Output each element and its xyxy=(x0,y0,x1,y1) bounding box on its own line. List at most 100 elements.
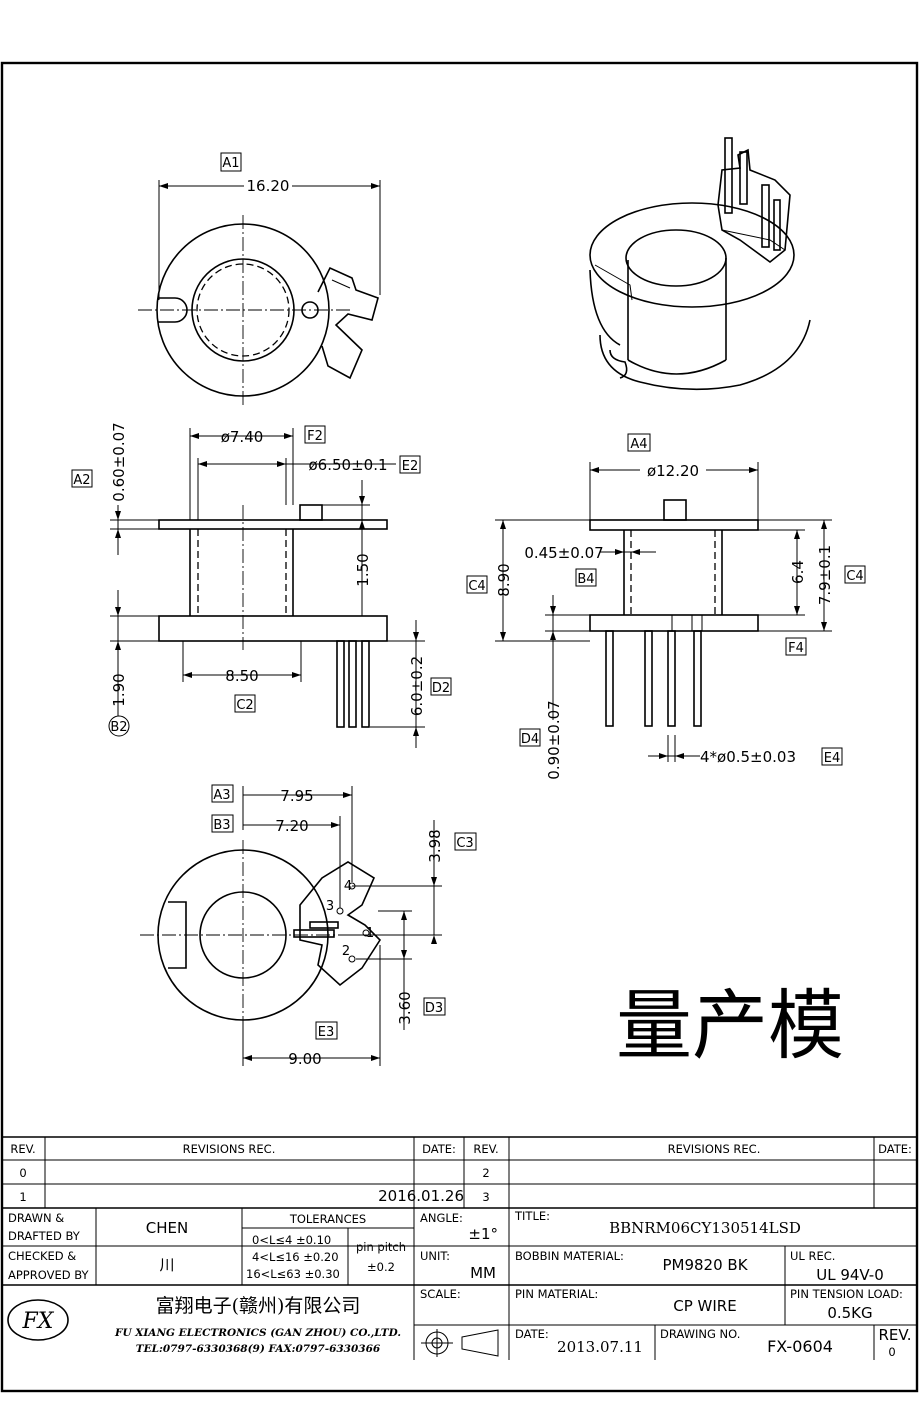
svg-text:FX: FX xyxy=(22,1309,55,1334)
revisions-header: REVISIONS REC. xyxy=(183,1142,276,1156)
pin-number-4: 4 xyxy=(344,879,352,894)
tol-row-2: 4<L≤16 ±0.20 xyxy=(252,1250,339,1264)
title-label: TITLE: xyxy=(514,1209,550,1223)
drawn-label: DRAWN & xyxy=(8,1211,64,1225)
angle-value: ±1° xyxy=(468,1225,498,1243)
drawn-value: CHEN xyxy=(146,1219,188,1237)
rev-row-2: 2 xyxy=(482,1166,489,1180)
tag-e2: E2 xyxy=(402,459,419,474)
date-header: DATE: xyxy=(422,1142,456,1156)
pin-number-2: 2 xyxy=(342,944,350,959)
sheet-border xyxy=(0,61,919,1393)
company-name-cn: 富翔电子(赣州)有限公司 xyxy=(156,1295,361,1317)
tag-a2: A2 xyxy=(73,473,90,488)
dim-795: 7.95 xyxy=(280,787,313,805)
rev-row-0: 0 xyxy=(19,1166,26,1180)
dim-outer-dia: ø7.40 xyxy=(221,428,264,446)
angle-label: ANGLE: xyxy=(420,1211,463,1225)
tag-d3: D3 xyxy=(425,1001,443,1016)
tolerances-header: TOLERANCES xyxy=(289,1212,366,1226)
dim-body-height: 7.9±0.1 xyxy=(816,545,834,605)
rev-header-2: REV. xyxy=(473,1142,498,1156)
tol-row-3: 16<L≤63 ±0.30 xyxy=(246,1267,340,1281)
tag-c3: C3 xyxy=(456,836,473,851)
side-view: ø12.20 A4 0.45±0.07 B4 8.90 C4 6.4 7.9±0… xyxy=(466,433,866,780)
company-name-en: FU XIANG ELECTRONICS (GAN ZHOU) CO.,LTD. xyxy=(114,1327,401,1339)
ul-value: UL 94V-0 xyxy=(816,1266,884,1284)
rev-row-1: 1 xyxy=(19,1190,26,1204)
front-view: ø7.40 F2 ø6.50±0.1 E2 1.50 0.60±0.07 A2 … xyxy=(71,422,452,748)
drawing-no-label: DRAWING NO. xyxy=(660,1327,740,1341)
title-value: BBNRM06CY130514LSD xyxy=(609,1219,801,1237)
dim-pin-length: 6.0±0.2 xyxy=(408,656,426,716)
bobbin-material-label: BOBBIN MATERIAL: xyxy=(515,1249,624,1263)
bottom-view: 4 3 1 2 7.95 7.20 A3 B3 3.98 C3 3.60 D3 xyxy=(140,784,477,1068)
rev-header: REV. xyxy=(10,1142,35,1156)
ul-label: UL REC. xyxy=(790,1249,835,1263)
mass-production-stamp: 量产模 xyxy=(616,981,844,1070)
date-value: 2013.07.11 xyxy=(557,1338,643,1356)
tag-b3: B3 xyxy=(213,818,230,833)
tol-row-1: 0<L≤4 ±0.10 xyxy=(252,1233,331,1247)
pin-number-3: 3 xyxy=(326,899,334,914)
drafted-label: DRAFTED BY xyxy=(8,1229,81,1243)
checked-label: CHECKED & xyxy=(8,1249,76,1263)
dim-base-height: 1.90 xyxy=(110,673,128,706)
date-header-2: DATE: xyxy=(878,1142,912,1156)
projection-symbol xyxy=(421,1329,499,1357)
dim-base-flange: 0.90±0.07 xyxy=(545,700,563,779)
dim-flange-dia: ø12.20 xyxy=(647,462,699,480)
title-block: REV. REVISIONS REC. DATE: REV. REVISIONS… xyxy=(2,1136,917,1360)
unit-label: UNIT: xyxy=(420,1249,450,1263)
rev-label: REV. xyxy=(879,1326,912,1344)
scale-label: SCALE: xyxy=(420,1287,461,1301)
approved-value: 川 xyxy=(159,1256,174,1274)
rev1-date: 2016.01.26 xyxy=(378,1187,464,1205)
top-view: A1 16.20 xyxy=(138,152,381,405)
dim-inner-dia: ø6.50±0.1 xyxy=(309,456,388,474)
dim-gap: 1.50 xyxy=(354,553,372,586)
tag-f4: F4 xyxy=(788,641,804,656)
dim-720: 7.20 xyxy=(275,817,308,835)
date-label: DATE: xyxy=(515,1327,549,1341)
tag-b2: B2 xyxy=(110,720,127,735)
dim-900: 9.00 xyxy=(288,1050,321,1068)
dim-winding-height: 6.4 xyxy=(789,560,807,584)
tag-e3: E3 xyxy=(318,1025,335,1040)
pin-number-1: 1 xyxy=(366,926,374,941)
unit-value: MM xyxy=(470,1264,496,1282)
dim-wall: 0.45±0.07 xyxy=(524,544,603,562)
dim-360: 3.60 xyxy=(396,991,414,1024)
tag-a4: A4 xyxy=(630,437,647,452)
dim-top-width: 16.20 xyxy=(247,177,290,195)
bobbin-material-value: PM9820 BK xyxy=(662,1256,748,1274)
pin-material-value: CP WIRE xyxy=(673,1297,736,1315)
tag-d2: D2 xyxy=(432,681,450,696)
tag-b4: B4 xyxy=(577,572,594,587)
tag-e4: E4 xyxy=(824,751,841,766)
tag-c4b: C4 xyxy=(846,569,863,584)
dim-398: 3.98 xyxy=(426,829,444,862)
dim-overall-height: 8.90 xyxy=(495,563,513,596)
tag-c4: C4 xyxy=(468,579,485,594)
iso-view xyxy=(589,137,811,391)
tag-c2: C2 xyxy=(236,698,253,713)
dim-flange-thickness: 0.60±0.07 xyxy=(110,422,128,501)
tag-d4: D4 xyxy=(521,732,539,747)
drawing-no-value: FX-0604 xyxy=(767,1337,833,1356)
rev-row-3: 3 xyxy=(482,1190,489,1204)
dim-pin-dia: 4*ø0.5±0.03 xyxy=(700,748,796,766)
rev-value: 0 xyxy=(888,1345,895,1359)
company-logo: FX xyxy=(7,1299,69,1341)
approved-label: APPROVED BY xyxy=(8,1268,89,1282)
pin-pitch-label: pin pitch xyxy=(356,1240,406,1254)
tag-a3: A3 xyxy=(213,788,230,803)
pin-tension-label: PIN TENSION LOAD: xyxy=(790,1287,903,1301)
pin-pitch-value: ±0.2 xyxy=(367,1260,395,1274)
tag-f2: F2 xyxy=(307,429,323,444)
company-tel-fax: TEL:0797-6330368(9) FAX:0797-6330366 xyxy=(136,1343,381,1355)
tag-a1: A1 xyxy=(222,156,239,171)
dim-base-width: 8.50 xyxy=(225,667,258,685)
revisions-header-2: REVISIONS REC. xyxy=(668,1142,761,1156)
